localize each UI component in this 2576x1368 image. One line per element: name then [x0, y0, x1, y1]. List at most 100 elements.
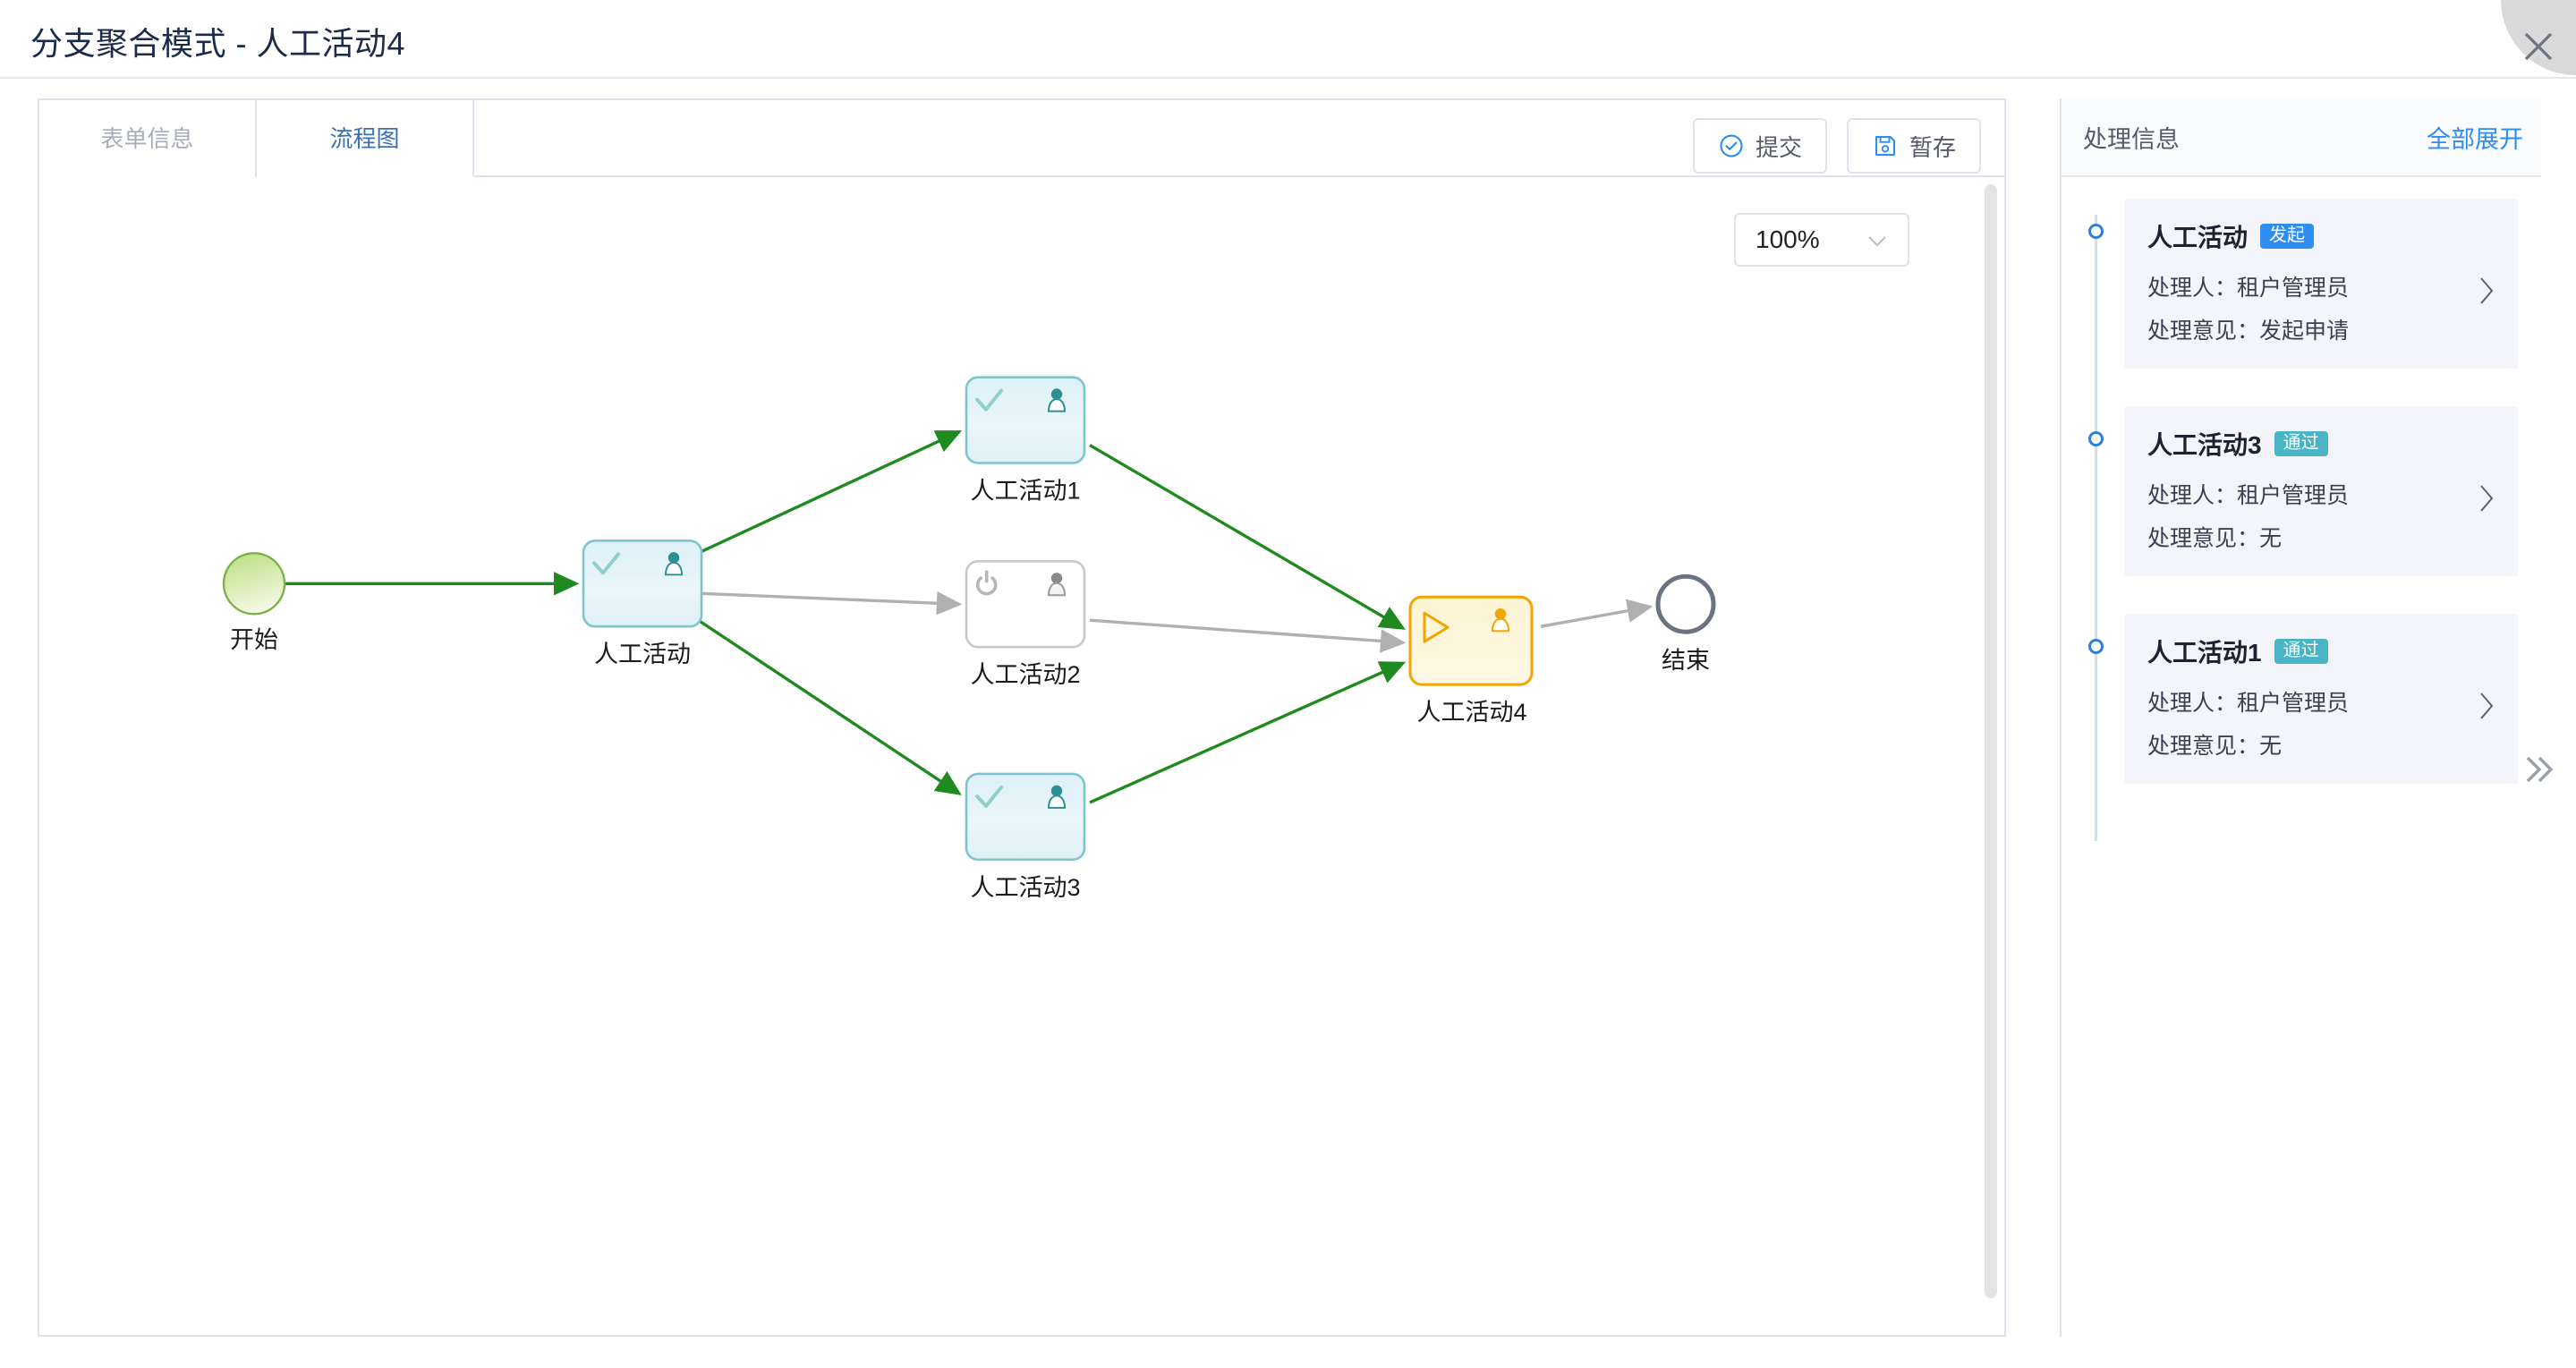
comment-label: 处理意见：: [2147, 526, 2260, 551]
edge-t1-t4: [1089, 444, 1406, 630]
node-t1-label: 人工活动1: [971, 477, 1081, 504]
status-badge: 发起: [2260, 224, 2315, 249]
save-draft-label: 暂存: [1909, 133, 1956, 161]
list-item: 人工活动1 通过 处理人：租户管理员 处理意见：无: [2062, 614, 2541, 784]
process-card-head: 人工活动3 通过: [2147, 426, 2495, 462]
handler-value: 租户管理员: [2237, 483, 2350, 508]
check-circle-icon: [1720, 134, 1743, 157]
handler-row: 处理人：租户管理员: [2147, 478, 2495, 510]
check-icon: [975, 785, 1003, 808]
node-t3-label: 人工活动3: [971, 874, 1081, 901]
user-icon: [1491, 608, 1510, 633]
node-t0-label: 人工活动: [594, 641, 691, 667]
node-t1[interactable]: 人工活动1: [965, 376, 1086, 505]
node-t0[interactable]: 人工活动: [582, 540, 703, 667]
title-bar: 分支聚合模式 - 人工活动4: [0, 0, 2576, 79]
chevron-right-icon[interactable]: [2477, 276, 2496, 306]
save-draft-button[interactable]: 暂存: [1847, 118, 1981, 174]
node-start[interactable]: 开始: [222, 552, 286, 653]
check-icon: [975, 388, 1003, 412]
edge-t0-t3: [699, 619, 962, 795]
flow-edges: [285, 430, 1654, 804]
node-end-label: 结束: [1662, 647, 1710, 674]
expand-all-link[interactable]: 全部展开: [2427, 125, 2523, 153]
power-off-icon: [975, 570, 998, 596]
toolbar: 提交 暂存: [1693, 118, 1981, 174]
process-card[interactable]: 人工活动1 通过 处理人：租户管理员 处理意见：无: [2124, 614, 2518, 784]
process-card-head: 人工活动1 通过: [2147, 633, 2495, 669]
handler-label: 处理人：: [2147, 691, 2238, 716]
handler-label: 处理人：: [2147, 483, 2238, 508]
handler-label: 处理人：: [2147, 276, 2238, 301]
submit-button[interactable]: 提交: [1693, 118, 1827, 174]
chevron-right-icon[interactable]: [2477, 483, 2496, 514]
user-icon: [1047, 573, 1067, 597]
node-t2[interactable]: 人工活动2: [965, 560, 1086, 688]
edge-t0-t2: [701, 591, 963, 616]
process-info-header: 处理信息 全部展开: [2062, 98, 2541, 177]
handler-value: 租户管理员: [2237, 691, 2350, 716]
tab-flow-chart[interactable]: 流程图: [257, 100, 474, 177]
handler-row: 处理人：租户管理员: [2147, 270, 2495, 302]
handler-row: 处理人：租户管理员: [2147, 685, 2495, 718]
node-t2-label: 人工活动2: [971, 661, 1081, 688]
zoom-value: 100%: [1756, 225, 1820, 253]
comment-row: 处理意见：发起申请: [2147, 313, 2495, 345]
handler-value: 租户管理员: [2237, 276, 2350, 301]
process-timeline: 人工活动 发起 处理人：租户管理员 处理意见：发起申请 人: [2062, 177, 2541, 1337]
canvas-scrollbar[interactable]: [1985, 184, 1997, 1298]
comment-value: 发起申请: [2259, 319, 2350, 344]
timeline-dot: [2088, 431, 2104, 446]
node-end[interactable]: 结束: [1655, 574, 1716, 674]
process-card-head: 人工活动 发起: [2147, 218, 2495, 254]
comment-row: 处理意见：无: [2147, 521, 2495, 553]
flow-diagram: 开始 人工活动: [222, 376, 1716, 901]
node-t4[interactable]: 人工活动4: [1408, 595, 1534, 726]
edge-t3-t4: [1089, 661, 1407, 804]
comment-value: 无: [2259, 734, 2283, 759]
submit-label: 提交: [1755, 133, 1802, 161]
user-icon: [664, 552, 684, 576]
process-info-title: 处理信息: [2083, 125, 2180, 153]
edge-t4-end: [1540, 599, 1654, 628]
double-chevron-right-icon[interactable]: [2519, 750, 2558, 789]
close-icon: [2524, 32, 2553, 61]
process-card[interactable]: 人工活动3 通过 处理人：租户管理员 处理意见：无: [2124, 406, 2518, 576]
body: 表单信息 流程图 提交: [0, 81, 2576, 1368]
save-icon: [1875, 135, 1896, 157]
comment-row: 处理意见：无: [2147, 728, 2495, 760]
tab-bar: 表单信息 流程图 提交: [39, 100, 2004, 177]
flow-card: 表单信息 流程图 提交: [38, 98, 2006, 1337]
timeline-dot: [2088, 224, 2104, 239]
process-node-name: 人工活动3: [2147, 431, 2262, 459]
comment-label: 处理意见：: [2147, 319, 2260, 344]
process-node-name: 人工活动1: [2147, 639, 2262, 667]
comment-label: 处理意见：: [2147, 734, 2260, 759]
status-badge: 通过: [2274, 431, 2328, 456]
process-node-name: 人工活动: [2147, 224, 2249, 251]
zoom-select[interactable]: 100%: [1734, 213, 1909, 267]
chevron-down-icon: [1868, 236, 1886, 247]
flow-canvas[interactable]: 开始 人工活动: [39, 177, 2004, 1335]
comment-value: 无: [2259, 526, 2283, 551]
page-title: 分支聚合模式 - 人工活动4: [30, 25, 406, 62]
timeline-axis: [2095, 215, 2097, 841]
user-icon: [1047, 785, 1067, 809]
timeline-dot: [2088, 639, 2104, 654]
process-card[interactable]: 人工活动 发起 处理人：租户管理员 处理意见：发起申请: [2124, 199, 2518, 369]
tab-form-info[interactable]: 表单信息: [39, 100, 257, 177]
list-item: 人工活动3 通过 处理人：租户管理员 处理意见：无: [2062, 406, 2541, 576]
process-info-panel: 处理信息 全部展开 人工活动 发起 处理人：租户管理员 处理意见：发起申请: [2060, 98, 2541, 1337]
node-t4-label: 人工活动4: [1417, 699, 1527, 726]
edge-t0-t1: [699, 430, 963, 554]
user-icon: [1047, 388, 1067, 412]
chevron-right-icon[interactable]: [2477, 691, 2496, 721]
edge-t2-t4: [1089, 618, 1407, 653]
play-icon: [1423, 611, 1450, 643]
list-item: 人工活动 发起 处理人：租户管理员 处理意见：发起申请: [2062, 199, 2541, 369]
node-t3[interactable]: 人工活动3: [965, 772, 1086, 901]
close-button[interactable]: [2501, 0, 2576, 75]
check-icon: [592, 552, 620, 575]
node-start-label: 开始: [230, 626, 278, 653]
